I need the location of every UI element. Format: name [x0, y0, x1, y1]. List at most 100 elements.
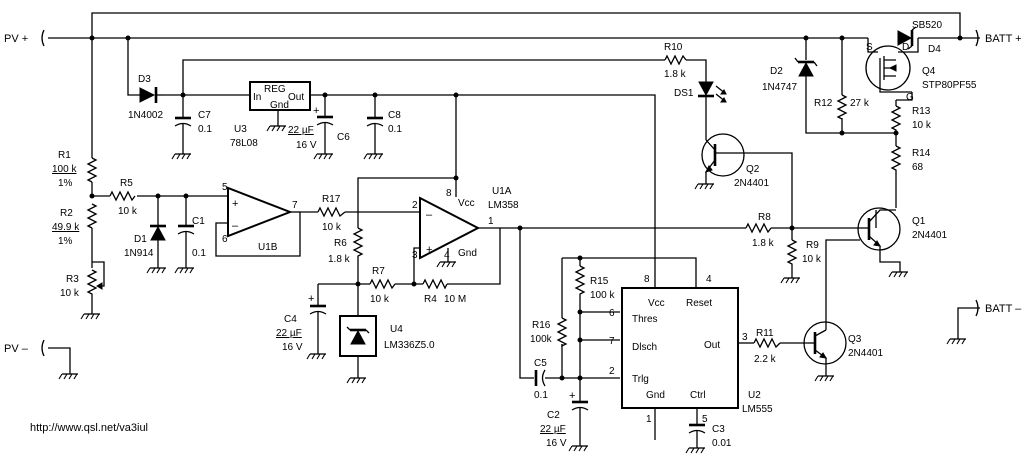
u2-pin5: 5 [702, 414, 708, 425]
q1-ref: Q1 [912, 216, 926, 227]
q2-part: 2N4401 [734, 178, 769, 189]
r4-ref: R4 [424, 294, 437, 305]
u1a-gnd: Gnd [458, 248, 477, 259]
source-url: http://www.qsl.net/va3iul [30, 422, 148, 434]
capacitor-c2: + C2 22 µF 16 V [540, 390, 589, 452]
r16-ref: R16 [532, 320, 551, 331]
c7-value: 0.1 [198, 124, 212, 135]
r13-value: 10 k [912, 120, 932, 131]
r7-value: 10 k [370, 294, 390, 305]
batt-negative-terminal: BATT – [946, 299, 1022, 345]
r16-value: 100k [530, 334, 553, 345]
resistor-r12: R12 27 k [814, 94, 870, 120]
pv-positive-label: PV + [4, 33, 28, 45]
r10-ref: R10 [664, 42, 683, 53]
u2-vcc: Vcc [648, 298, 665, 309]
r5-value: 10 k [118, 206, 138, 217]
ds1-ref: DS1 [674, 88, 694, 99]
capacitor-c8: C8 0.1 [363, 110, 402, 160]
d3-part: 1N4002 [128, 110, 163, 121]
zener-d2: D2 1N4747 [762, 57, 818, 93]
r11-ref: R11 [756, 328, 774, 339]
u1a-pin4: 4 [444, 250, 450, 261]
u2-ctrl: Ctrl [690, 390, 706, 401]
c2-voltage: 16 V [546, 438, 567, 449]
u4-ref: U4 [390, 324, 403, 335]
c2-value: 22 µF [540, 424, 566, 435]
u1a-ref: U1A [492, 186, 512, 197]
c5-value: 0.1 [534, 390, 548, 401]
resistor-r10: R10 1.8 k [664, 42, 687, 80]
c6-voltage: 16 V [296, 140, 317, 151]
svg-text:+: + [308, 293, 314, 305]
u2-pin7: 7 [609, 336, 615, 347]
r17-ref: R17 [322, 194, 341, 205]
transistor-q1: Q1 2N4401 [857, 207, 947, 278]
resistor-r15: R15 100 k [574, 265, 615, 301]
transistor-q3: Q3 2N4401 [803, 321, 883, 382]
resistor-r7: R7 10 k [369, 266, 396, 305]
d3-ref: D3 [138, 74, 151, 85]
u1b-pin7: 7 [292, 200, 298, 211]
c5-ref: C5 [534, 358, 547, 369]
c1-ref: C1 [192, 216, 205, 227]
r9-value: 10 k [802, 254, 822, 265]
r3-ref: R3 [66, 274, 79, 285]
resistor-r1: R1 100 k 1% [52, 150, 98, 189]
u1a-pin3: 3 [412, 250, 418, 261]
r8-value: 1.8 k [752, 238, 775, 249]
u3-ref: U3 [234, 124, 247, 135]
batt-positive-terminal: BATT + [975, 29, 1022, 47]
diode-d4: SB520 D4 [897, 20, 942, 55]
r1-ref: R1 [58, 150, 71, 161]
r2-note: 1% [58, 236, 73, 247]
r8-ref: R8 [758, 212, 771, 223]
c4-ref: C4 [284, 314, 297, 325]
r4-value: 10 M [444, 294, 466, 305]
d4-ref: D4 [928, 44, 941, 55]
r3-value: 10 k [60, 288, 80, 299]
svg-text:+: + [232, 198, 238, 210]
mosfet-q4: S D G Q4 STP80PF55 [865, 42, 977, 103]
c3-value: 0.01 [712, 438, 732, 449]
c7-ref: C7 [198, 110, 211, 121]
d2-part: 1N4747 [762, 82, 797, 93]
batt-positive-label: BATT + [985, 33, 1022, 45]
u2-gnd: Gnd [646, 390, 665, 401]
resistor-r14: R14 68 [890, 145, 931, 178]
svg-text:–: – [232, 220, 239, 232]
r12-ref: R12 [814, 98, 833, 109]
pv-positive-terminal: PV + [4, 29, 45, 47]
resistor-r9: R9 10 k [780, 239, 822, 284]
r12-value: 27 k [850, 98, 870, 109]
r1-note: 1% [58, 178, 73, 189]
u2-part: LM555 [742, 404, 773, 415]
capacitor-c3: C3 0.01 [685, 423, 732, 454]
r15-value: 100 k [590, 290, 615, 301]
d4-part: SB520 [912, 20, 942, 31]
c8-value: 0.1 [388, 124, 402, 135]
r2-ref: R2 [60, 208, 73, 219]
svg-text:+: + [569, 390, 575, 402]
u1a-pin1: 1 [488, 216, 494, 227]
capacitor-c5: C5 0.1 [534, 358, 548, 401]
u1b-pin6: 6 [222, 234, 228, 245]
timer-u2: Vcc Reset Thres Dlsch Trlg Out Gnd Ctrl … [609, 274, 773, 425]
resistor-r16: R16 100k [530, 317, 568, 348]
u2-thres: Thres [632, 314, 658, 325]
q4-pin-g: G [906, 92, 914, 103]
regulator-u3: REG In Out Gnd U3 78L08 [230, 81, 311, 149]
resistor-r5: R5 10 k [109, 178, 138, 217]
u2-pin1: 1 [646, 414, 652, 425]
r2-value: 49.9 k [52, 222, 80, 233]
u3-gnd-label: Gnd [270, 100, 289, 111]
u1a-vcc: Vcc [458, 198, 475, 209]
c4-voltage: 16 V [282, 342, 303, 353]
batt-negative-label: BATT – [985, 303, 1022, 315]
r17-value: 10 k [322, 222, 342, 233]
c8-ref: C8 [388, 110, 401, 121]
resistor-r2: R2 49.9 k 1% [52, 203, 98, 247]
diode-d1: D1 1N914 [124, 224, 167, 274]
diode-d3: D3 1N4002 [128, 74, 163, 121]
